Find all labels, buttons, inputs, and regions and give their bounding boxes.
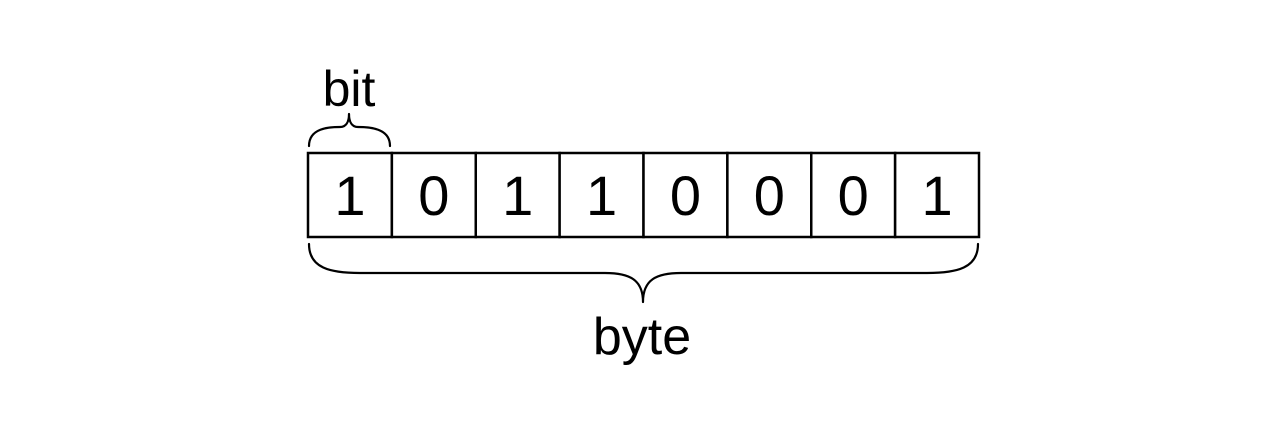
bit-cell <box>642 151 729 239</box>
bit-cell <box>893 151 981 239</box>
bit-cell <box>390 151 477 239</box>
bit-cell <box>810 151 897 239</box>
bit-cell <box>474 151 561 239</box>
bit-brace <box>307 112 392 148</box>
bit-label: bit <box>323 61 376 117</box>
bit-value: 1 <box>502 164 533 227</box>
bit-value: 0 <box>838 164 869 227</box>
bit-cell <box>306 151 394 239</box>
bit-value: 1 <box>921 164 952 227</box>
bit-value: 1 <box>334 164 365 227</box>
byte-brace <box>307 242 980 304</box>
bit-value: 0 <box>670 164 701 227</box>
bit-value: 0 <box>754 164 785 227</box>
bit-value: 0 <box>418 164 449 227</box>
bit-value: 1 <box>586 164 617 227</box>
byte-label: byte <box>593 308 691 366</box>
bit-cell <box>726 151 813 239</box>
